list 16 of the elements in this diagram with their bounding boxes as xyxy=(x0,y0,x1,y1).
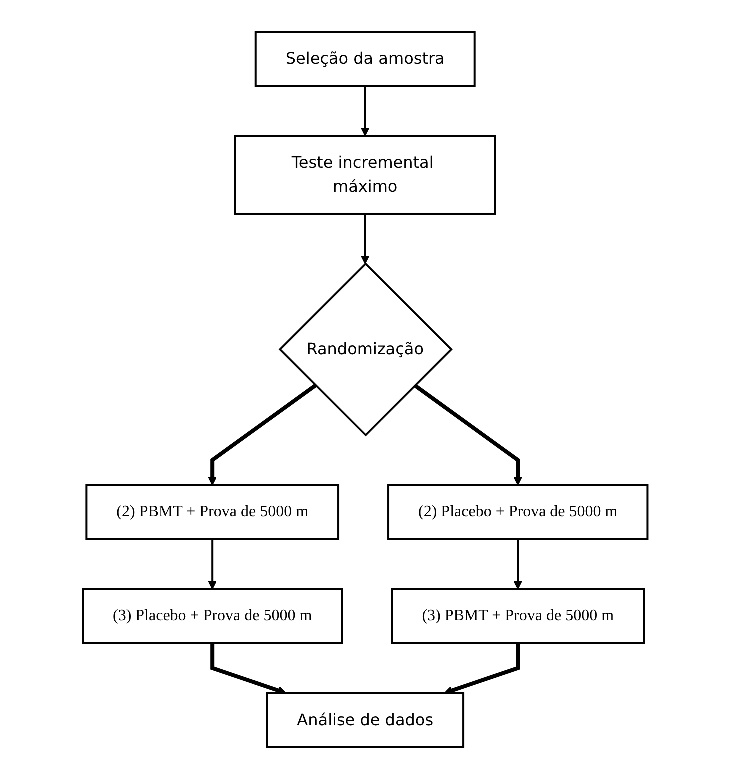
arrow xyxy=(210,644,287,696)
node-box: Seleção da amostra xyxy=(255,31,476,88)
arrow xyxy=(208,384,317,486)
arrow xyxy=(361,86,370,137)
arrow xyxy=(414,384,523,486)
node-box: Teste incremental máximo xyxy=(234,135,496,216)
node-diamond: Randomização xyxy=(278,262,454,438)
node-box: Análise de dados xyxy=(266,692,465,749)
node-box: (3) PBMT + Prova de 5000 m xyxy=(391,588,646,645)
arrow xyxy=(361,214,370,265)
node-box: (3) Placebo + Prova de 5000 m xyxy=(82,588,344,645)
arrow xyxy=(208,540,218,590)
node-box: (2) Placebo + Prova de 5000 m xyxy=(388,484,649,541)
arrow xyxy=(514,540,523,590)
arrow xyxy=(444,644,520,696)
node-box: (2) PBMT + Prova de 5000 m xyxy=(86,484,340,541)
